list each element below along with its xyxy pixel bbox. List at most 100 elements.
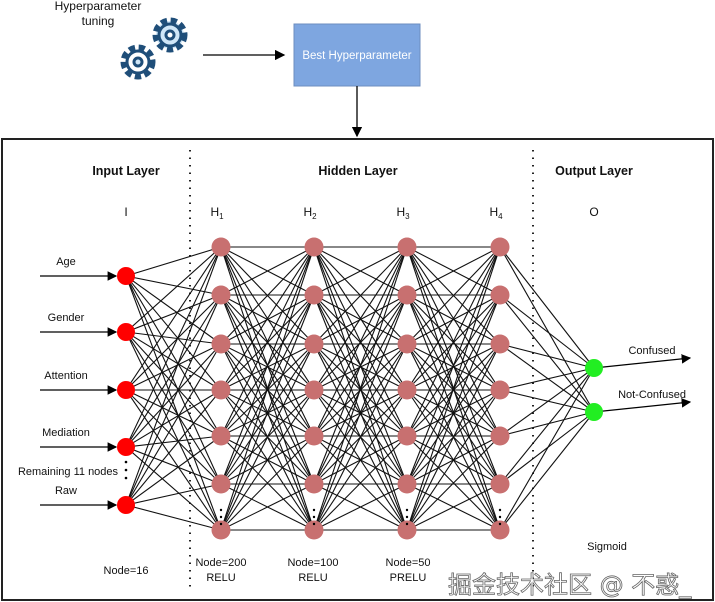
- connection-edge: [499, 367, 595, 485]
- connection-edge: [313, 294, 408, 531]
- ellipsis-dot: [219, 515, 223, 519]
- hidden-node-h3: [397, 237, 417, 257]
- connection-edge: [125, 246, 222, 333]
- hidden-node-h3: [397, 334, 417, 354]
- connection-edge: [125, 389, 222, 485]
- hidden-node-h3: [397, 520, 417, 540]
- ellipsis-dot: [124, 460, 128, 464]
- output-label-confused: Confused: [628, 345, 675, 357]
- connection-edge: [499, 294, 595, 369]
- output-arrow: [593, 398, 692, 413]
- connection-edge: [125, 331, 222, 391]
- output-activation: Sigmoid: [587, 541, 627, 553]
- tuning-label-2: tuning: [82, 14, 115, 28]
- connection-edge: [313, 483, 408, 531]
- connection-edge: [499, 343, 595, 369]
- connection-edge: [125, 331, 222, 437]
- output-node: [585, 359, 603, 377]
- output-layer-title: Output Layer: [555, 164, 633, 178]
- connection-edge: [125, 294, 222, 506]
- best-hyperparameter-box: [293, 23, 421, 87]
- connection-edge: [313, 389, 408, 531]
- hidden-node-h1: [211, 334, 231, 354]
- tuning-label: Hyperparameter: [55, 0, 142, 13]
- connection-edge: [313, 246, 408, 345]
- ellipsis-dot: [498, 515, 502, 519]
- input-node-count: Node=16: [104, 565, 149, 577]
- ellipsis-dot: [498, 522, 502, 526]
- connection-edge: [125, 275, 222, 345]
- connection-edge: [125, 504, 222, 531]
- hidden-node-h3: [397, 380, 417, 400]
- h1-node-count: Node=200: [195, 557, 246, 569]
- connection-edge: [125, 275, 222, 391]
- connection-edge: [125, 246, 222, 391]
- input-layer-title: Input Layer: [92, 164, 160, 178]
- connection-edge: [499, 343, 595, 413]
- input-symbol: I: [124, 205, 127, 219]
- ellipsis-dot: [219, 522, 223, 526]
- input-node: [117, 323, 135, 341]
- hidden-node-h2: [304, 426, 324, 446]
- connection-edge: [313, 343, 408, 531]
- connection-edge: [406, 246, 501, 531]
- hidden-node-h4: [490, 520, 510, 540]
- connection-edge: [125, 389, 222, 437]
- connection-edge: [125, 389, 222, 506]
- connection-edge: [125, 331, 222, 485]
- connection-edge: [125, 294, 222, 391]
- connection-edge: [220, 246, 315, 437]
- ellipsis-dot: [405, 508, 409, 512]
- h3-activation: PRELU: [390, 572, 427, 584]
- input-label-attention: Attention: [44, 370, 87, 382]
- remaining-nodes-note: Remaining 11 nodes: [18, 466, 119, 478]
- network-frame: [1, 138, 714, 601]
- hidden-symbol-h2: H2: [303, 205, 317, 221]
- connection-edge: [125, 275, 222, 296]
- connection-edge: [220, 246, 315, 485]
- connection-edge: [125, 294, 222, 333]
- hidden-node-h4: [490, 426, 510, 446]
- connection-edge: [220, 435, 315, 531]
- input-label-raw: Raw: [55, 485, 77, 497]
- hidden-symbol-h1: H1: [210, 205, 224, 221]
- hidden-node-h1: [211, 380, 231, 400]
- best-hyperparameter-label: Best Hyperparameter: [302, 50, 411, 62]
- output-label-not-confused: Not-Confused: [618, 389, 686, 401]
- hidden-node-h2: [304, 285, 324, 305]
- connection-edge: [313, 246, 408, 391]
- connection-edge: [220, 246, 315, 296]
- connection-edge: [125, 246, 222, 277]
- hidden-node-h3: [397, 285, 417, 305]
- hidden-node-h2: [304, 380, 324, 400]
- output-symbol: O: [589, 205, 598, 219]
- h3-node-count: Node=50: [386, 557, 431, 569]
- hidden-node-h1: [211, 426, 231, 446]
- connection-edge: [125, 435, 222, 448]
- output-node: [585, 403, 603, 421]
- connection-edge: [406, 483, 501, 531]
- connection-edge: [406, 435, 501, 531]
- connection-edge: [220, 389, 315, 531]
- hidden-node-h4: [490, 237, 510, 257]
- connection-edge: [406, 294, 501, 531]
- ellipsis-dot: [312, 508, 316, 512]
- ellipsis-dot: [124, 468, 128, 472]
- hidden-node-h4: [490, 334, 510, 354]
- connection-edge: [406, 246, 501, 437]
- connection-edge: [313, 246, 408, 437]
- hidden-node-h4: [490, 285, 510, 305]
- connection-edge: [125, 343, 222, 506]
- connection-edge: [313, 246, 408, 296]
- connection-edge: [406, 389, 501, 531]
- hidden-node-h1: [211, 285, 231, 305]
- hidden-symbol-h3: H3: [396, 205, 410, 221]
- connection-edge: [499, 246, 595, 369]
- hidden-node-h3: [397, 474, 417, 494]
- h1-activation: RELU: [206, 572, 235, 584]
- hidden-node-h1: [211, 520, 231, 540]
- connection-edge: [125, 435, 222, 506]
- connection-edge: [125, 294, 222, 448]
- hidden-node-h2: [304, 334, 324, 354]
